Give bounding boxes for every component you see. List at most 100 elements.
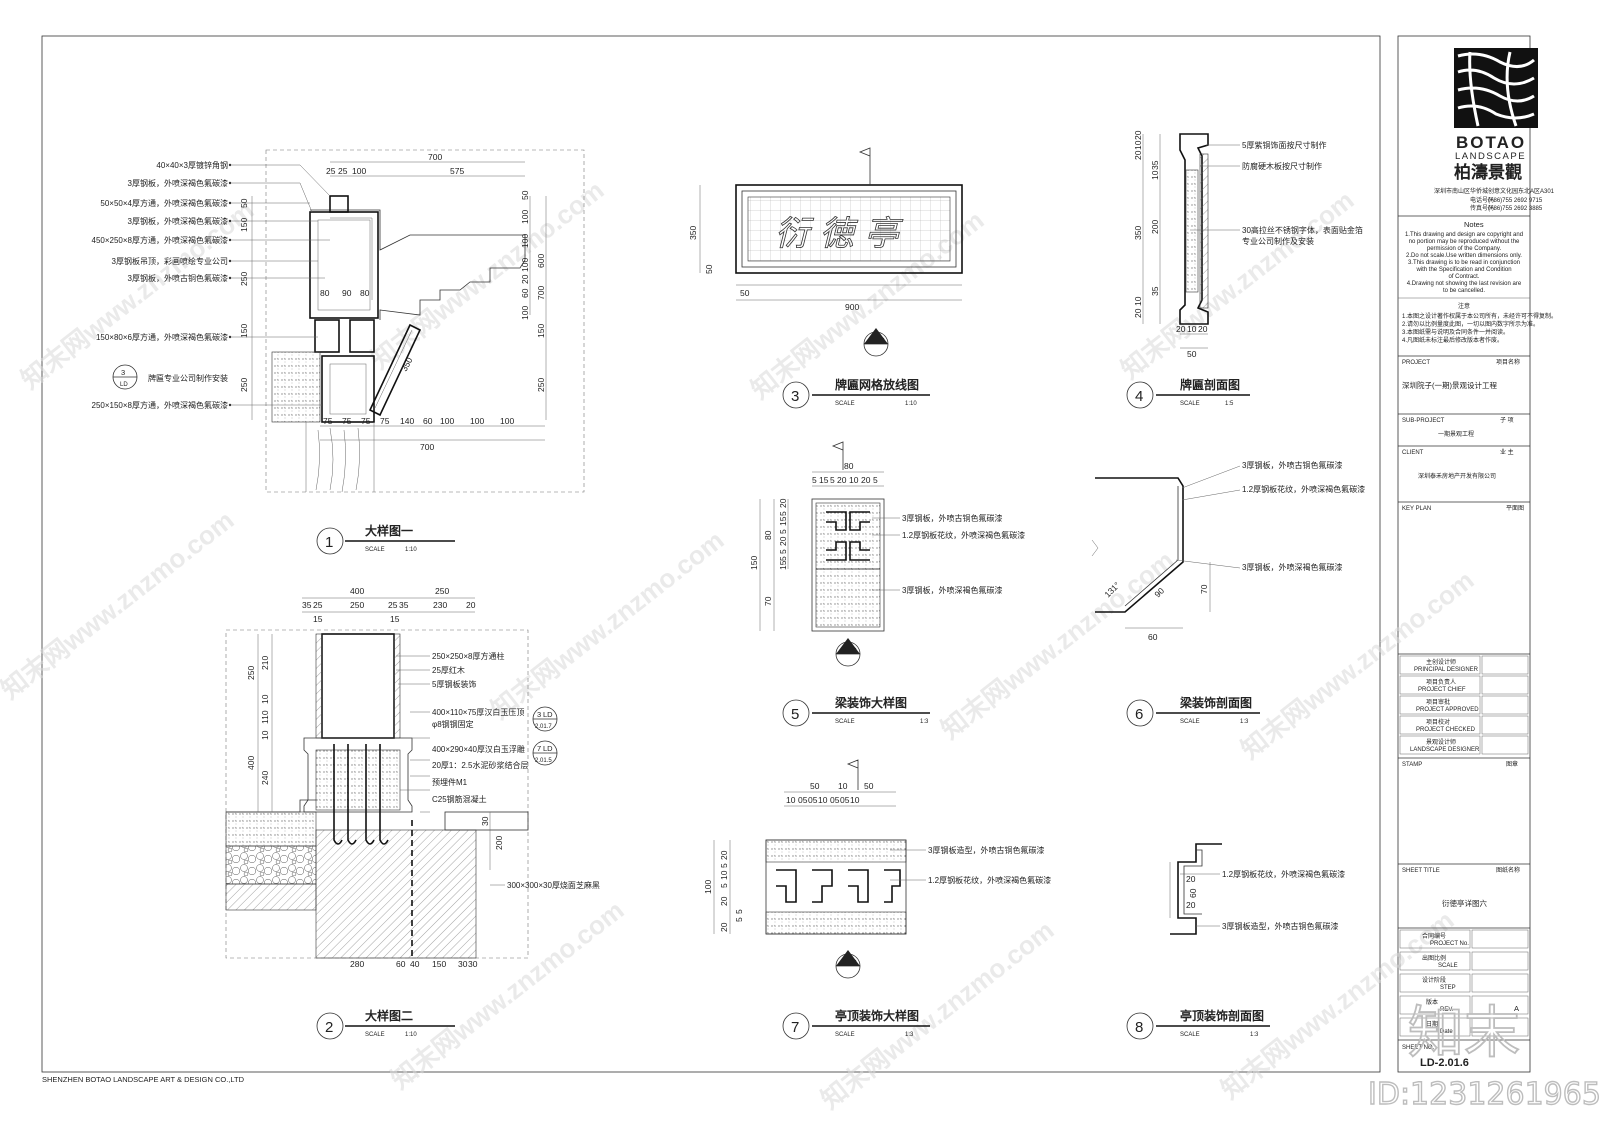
- callout-6-ld[interactable]: 6 LD: [835, 638, 861, 667]
- dim-label: 30: [480, 816, 490, 826]
- dim-label: 250: [239, 378, 249, 392]
- roof-profile: [310, 209, 526, 320]
- svg-text:4: 4: [870, 335, 874, 344]
- dim-label: 5: [778, 511, 788, 516]
- dim-label: 150: [239, 324, 249, 338]
- project-label: PROJECT: [1402, 360, 1430, 366]
- dim-label: 20: [1186, 900, 1196, 910]
- callout-7-ld-2015[interactable]: 7 LD 2.01.5: [532, 740, 558, 766]
- dim-label: 35: [399, 600, 409, 610]
- dim-label: 600: [536, 254, 546, 268]
- red-wood: [315, 633, 323, 739]
- roof-ornament-section-inner: [1183, 849, 1203, 915]
- d5-label: 3厚钢板，外喷古铜色氟碳漆: [902, 513, 1002, 523]
- callout-8-ld[interactable]: 8 LD: [835, 950, 861, 979]
- dim-label: 140: [400, 416, 414, 426]
- detail-4-title: 4 牌匾剖面图 SCALE 1:5: [1126, 377, 1250, 409]
- watermark-text: 知末网www.znzmo.com: [1115, 185, 1359, 385]
- d1-leaders: [228, 163, 331, 407]
- tel-label: 电话号码: [1470, 196, 1494, 204]
- dim-label: 200: [1150, 220, 1160, 234]
- d1-label: 50×50×4厚方通，外喷深褐色氟碳漆: [100, 198, 228, 208]
- watermark-text: 知末网www.znzmo.com: [0, 505, 239, 705]
- svg-text:SCALE: SCALE: [365, 547, 385, 553]
- tube-right: [349, 319, 375, 353]
- d1-label: 150×80×6厚方通，外喷深褐色氟碳漆: [96, 332, 228, 342]
- north-flag-icon: [831, 441, 844, 470]
- role-en: PROJECT APPROVED: [1416, 707, 1479, 713]
- role-en: PROJECT CHIEF: [1418, 687, 1466, 693]
- fax-label: 传真号码: [1470, 204, 1494, 212]
- base-layer: [225, 883, 317, 911]
- break-line: [1091, 539, 1099, 557]
- d1-label: 3厚钢板，外喷深褐色氟碳漆: [128, 216, 228, 226]
- role-cn: 项目审批: [1426, 698, 1450, 706]
- note-line: 3.This drawing is to be read in conjunct…: [1408, 260, 1520, 266]
- dim-label: 50: [864, 781, 874, 791]
- dim-label: 150: [239, 218, 249, 232]
- dim-label: 05: [808, 795, 818, 805]
- client-label-cn: 业 主: [1500, 448, 1514, 456]
- marble-base: [303, 737, 413, 813]
- dim-label: 25: [388, 600, 398, 610]
- svg-text:7: 7: [791, 1019, 799, 1036]
- note-line: of Contract.: [1448, 274, 1479, 280]
- dim-label: 20: [778, 536, 788, 546]
- dim-label: 30: [468, 959, 478, 969]
- meta-en: SCALE: [1438, 963, 1458, 969]
- note-line: no portion may be reproduced without the: [1409, 239, 1520, 245]
- marble-inner: [315, 749, 401, 811]
- d1-label: 40×40×3厚镀锌角钢: [156, 160, 228, 170]
- detail-6: 3厚钢板，外喷古铜色氟碳漆 1.2厚钢板花纹，外喷深褐色氟碳漆 3厚钢板，外喷深…: [1091, 460, 1365, 727]
- role-cn: 项目负责人: [1426, 678, 1456, 686]
- svg-text:3: 3: [537, 710, 541, 719]
- dim-label: 110: [260, 710, 270, 724]
- dim-label: 20: [837, 475, 847, 485]
- d4-label: 30高拉丝不锈钢字体，表面贴金箔: [1242, 225, 1363, 235]
- dim-label: 575: [450, 166, 464, 176]
- svg-text:SCALE: SCALE: [1180, 401, 1200, 407]
- dim-label: 100: [352, 166, 366, 176]
- subproject-value: 一期景观工程: [1438, 430, 1474, 438]
- client-value: 深圳泰禾房地产开发有限公司: [1418, 472, 1496, 480]
- d7-label: 3厚钢板造型，外喷古铜色氟碳漆: [928, 845, 1044, 855]
- svg-text:SCALE: SCALE: [1180, 719, 1200, 725]
- detail-2: 400 250 35 25 250 25 35 230 20 15 15 250…: [225, 586, 600, 1040]
- svg-text:2.01.7: 2.01.7: [535, 724, 552, 730]
- svg-text:8: 8: [842, 957, 846, 966]
- meta-cn: 出图比例: [1422, 954, 1446, 962]
- detail-5: 3厚钢板，外喷古铜色氟碳漆 1.2厚钢板花纹，外喷深褐色氟碳漆 3厚钢板，外喷深…: [749, 441, 1025, 727]
- svg-text:大样图二: 大样图二: [365, 1008, 413, 1023]
- detail-1-title: 1 大样图一 SCALE 1:10: [316, 523, 455, 555]
- dim-label: 5: [830, 475, 835, 485]
- callout-4-ld[interactable]: 4 LD: [863, 328, 889, 357]
- dim-label: 25: [326, 166, 336, 176]
- svg-text:1:3: 1:3: [920, 719, 929, 725]
- dim-label: 280: [350, 959, 364, 969]
- dim-label: 5: [778, 549, 788, 554]
- dim-label: 100: [520, 234, 530, 248]
- dim-label: 20: [719, 922, 729, 932]
- detail-1-frame: [265, 149, 585, 493]
- dim-label: 350: [688, 226, 698, 240]
- d5-label: 3厚钢板，外喷深褐色氟碳漆: [902, 585, 1002, 595]
- dim-label: 250: [435, 586, 449, 596]
- callout-3-ld[interactable]: 3 LD: [112, 364, 138, 390]
- svg-text:7: 7: [537, 744, 541, 753]
- dim-label: 10: [719, 870, 729, 880]
- wood-column: [305, 422, 375, 493]
- dim-label: 20: [861, 475, 871, 485]
- role-cn: 项目校对: [1426, 718, 1450, 726]
- paving-right: [444, 811, 529, 831]
- dim-label: 50: [810, 781, 820, 791]
- watermark-text: 知末网www.znzmo.com: [365, 175, 609, 375]
- dim-label: 100: [703, 880, 713, 894]
- d2-label: 250×250×8厚方通柱: [432, 651, 505, 661]
- dim-label: 5: [778, 529, 788, 534]
- svg-text:LD: LD: [543, 744, 553, 753]
- dim-label: 60: [520, 288, 530, 298]
- dim-label: 75: [380, 416, 390, 426]
- sheet-border: [41, 35, 1381, 1073]
- callout-3-ld-2017[interactable]: 3 LD 2.01.7: [532, 706, 558, 732]
- note-line: 1.This drawing and design are copyright …: [1405, 232, 1523, 238]
